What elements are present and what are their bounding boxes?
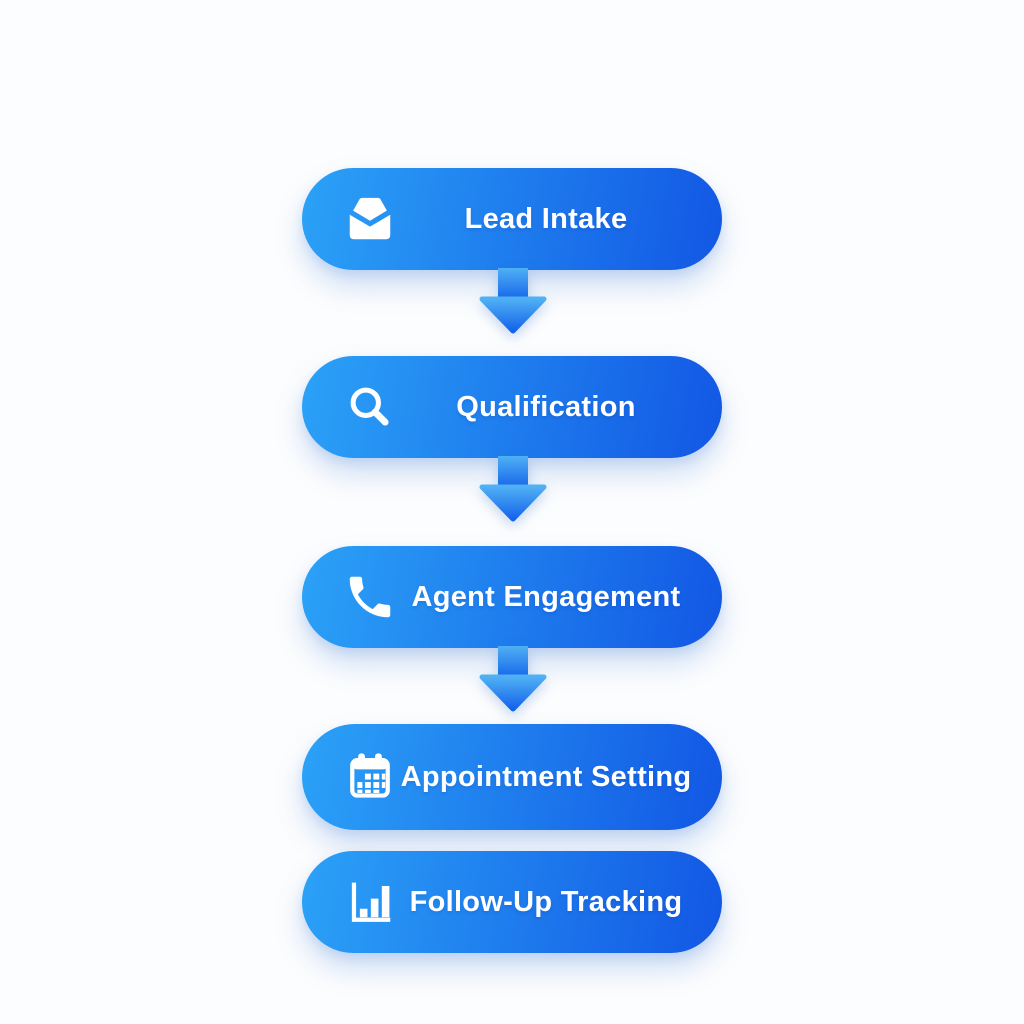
step-label: Lead Intake: [464, 202, 628, 235]
step-label: Agent Engagement: [411, 580, 681, 613]
bar-chart-icon: [342, 874, 398, 930]
arrow-down-icon: [477, 646, 549, 714]
envelope-icon: [342, 191, 398, 247]
calendar-icon: [342, 749, 398, 805]
step-qualification: Qualification: [302, 356, 722, 458]
step-appointment-setting: Appointment Setting: [302, 724, 722, 830]
step-label: Follow-Up Tracking: [409, 885, 683, 918]
magnifier-icon: [342, 379, 398, 435]
arrow-down-icon: [477, 456, 549, 524]
step-lead-intake: Lead Intake: [302, 168, 722, 270]
step-agent-engagement: Agent Engagement: [302, 546, 722, 648]
step-follow-up-tracking: Follow-Up Tracking: [302, 851, 722, 953]
step-label: Qualification: [456, 390, 636, 423]
phone-icon: [342, 569, 398, 625]
step-label: Appointment Setting: [400, 760, 692, 793]
arrow-down-icon: [477, 268, 549, 336]
